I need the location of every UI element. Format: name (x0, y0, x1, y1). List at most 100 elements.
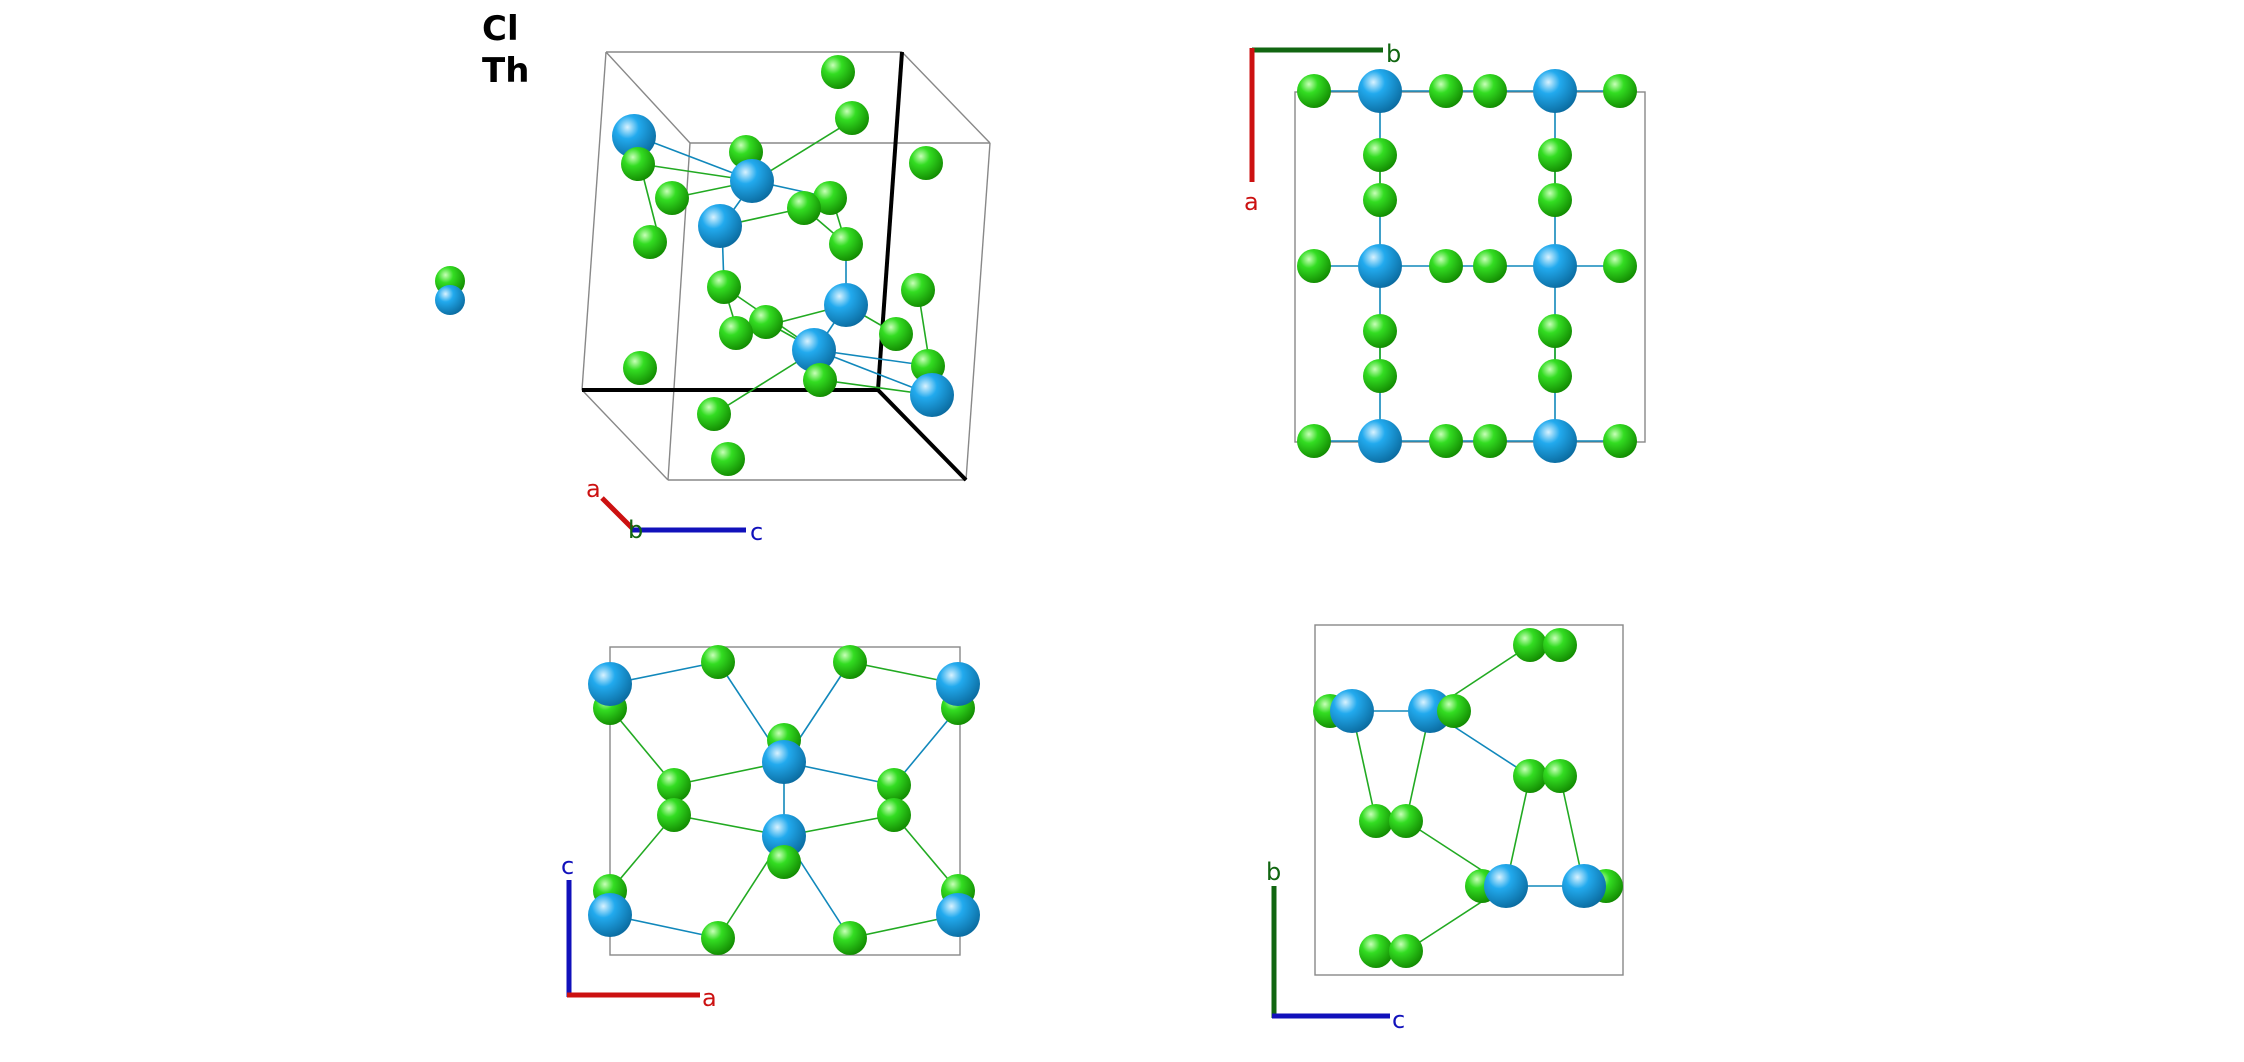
cl-atom (621, 147, 655, 181)
cl-atom (1429, 424, 1463, 458)
atoms (435, 55, 954, 476)
th-atom (1562, 864, 1606, 908)
unit-cell-box (1294, 91, 1646, 443)
th-atom (1330, 689, 1374, 733)
axis-label-a: a (586, 475, 601, 503)
atoms (588, 645, 980, 955)
th-atom (1358, 69, 1402, 113)
cl-atom (1543, 759, 1577, 793)
th-atom (588, 893, 632, 937)
cl-atom (1473, 424, 1507, 458)
cl-atom (1389, 934, 1423, 968)
cl-atom (1538, 359, 1572, 393)
axis-a-line (600, 496, 634, 530)
view-along-c: b a (1244, 40, 1646, 463)
cl-atom (877, 768, 911, 802)
th-atom (1358, 244, 1402, 288)
legend-cl: Cl (482, 9, 519, 49)
th-atom (910, 373, 954, 417)
th-atom (936, 662, 980, 706)
cl-atom (701, 645, 735, 679)
unit-cell-box (609, 646, 961, 956)
th-atom (1533, 69, 1577, 113)
cl-atom (1603, 424, 1637, 458)
cl-atom (1389, 804, 1423, 838)
cl-atom (657, 768, 691, 802)
th-atom (1533, 244, 1577, 288)
th-atom (762, 740, 806, 784)
cl-atom (1363, 359, 1397, 393)
axis-label-c: c (750, 518, 763, 546)
cl-atom (909, 146, 943, 180)
th-atom (588, 662, 632, 706)
cl-atom (749, 305, 783, 339)
axis-triad: b c (1266, 858, 1405, 1034)
cl-atom (1543, 628, 1577, 662)
th-atom (1358, 419, 1402, 463)
cl-atom (877, 798, 911, 832)
view-along-b: c a (561, 645, 980, 1012)
axis-triad: a b c (586, 475, 763, 546)
th-atom (1408, 689, 1452, 733)
th-atom (730, 159, 774, 203)
cl-atom (1359, 934, 1393, 968)
th-atom (612, 114, 656, 158)
legend-th: Th (482, 51, 530, 91)
cl-atom (1297, 249, 1331, 283)
cl-atom (833, 921, 867, 955)
cl-atom (787, 191, 821, 225)
perspective-view: a b c (435, 51, 991, 546)
th-atom (435, 285, 465, 315)
th-atom (762, 814, 806, 858)
cl-atom (657, 798, 691, 832)
cl-atom (879, 317, 913, 351)
axis-triad: c a (561, 852, 717, 1012)
cl-atom (655, 181, 689, 215)
cl-atom (829, 227, 863, 261)
axis-label-b: b (1386, 40, 1401, 68)
th-atom (1484, 864, 1528, 908)
cl-atom (1538, 138, 1572, 172)
cl-atom (1603, 249, 1637, 283)
cl-atom (901, 273, 935, 307)
th-atom (698, 204, 742, 248)
cl-atom (1513, 628, 1547, 662)
bonds (609, 661, 959, 939)
cl-atom (1429, 74, 1463, 108)
th-atom (792, 328, 836, 372)
axis-label-b: b (628, 516, 643, 544)
cl-atom (1603, 74, 1637, 108)
cl-atom (1363, 138, 1397, 172)
cl-atom (767, 845, 801, 879)
cl-atom (1538, 183, 1572, 217)
cl-atom (633, 225, 667, 259)
axis-label-c: c (561, 852, 574, 880)
cl-atom (813, 181, 847, 215)
cl-atom (1538, 314, 1572, 348)
cl-atom (803, 363, 837, 397)
cl-atom (1429, 249, 1463, 283)
axis-label-a: a (1244, 188, 1259, 216)
cl-atom (821, 55, 855, 89)
axis-label-c: c (1392, 1006, 1405, 1034)
cl-atom (1513, 759, 1547, 793)
axis-label-b: b (1266, 858, 1281, 886)
atoms (1297, 69, 1637, 463)
axis-triad: b a (1244, 40, 1401, 216)
cl-atom (1473, 249, 1507, 283)
cl-atom (1363, 183, 1397, 217)
th-atom (936, 893, 980, 937)
cl-atom (835, 101, 869, 135)
cl-atom (1363, 314, 1397, 348)
th-atom (1533, 419, 1577, 463)
cl-atom (1297, 424, 1331, 458)
axis-label-a: a (702, 984, 717, 1012)
atoms (1313, 628, 1623, 968)
bonds (1330, 644, 1606, 952)
cl-atom (719, 316, 753, 350)
cl-atom (707, 270, 741, 304)
cl-atom (623, 351, 657, 385)
element-legend: Cl Th (482, 8, 529, 92)
cl-atom (701, 921, 735, 955)
